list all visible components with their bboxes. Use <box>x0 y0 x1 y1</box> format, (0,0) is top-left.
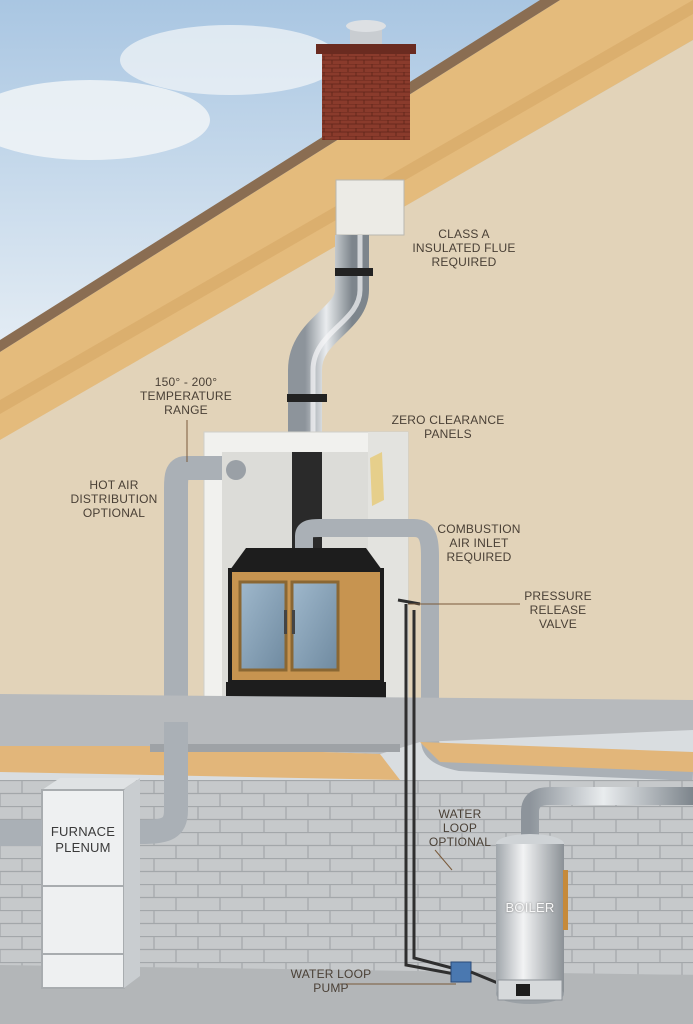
floor-edge <box>150 744 400 752</box>
pressure-valve-line <box>397 598 421 606</box>
furnace-plenum <box>41 789 125 989</box>
stove-handle <box>292 610 295 634</box>
label-combustion: COMBUSTION AIR INLET REQUIRED <box>437 522 521 564</box>
label-boiler: BOILER <box>505 900 555 915</box>
hot-air-duct <box>164 456 222 722</box>
label-pressure: PRESSURE RELEASE VALVE <box>524 589 592 631</box>
furnace-top <box>42 778 140 790</box>
flue-support-box <box>335 179 405 236</box>
leader-lines <box>186 420 520 985</box>
water-loop-pipe <box>404 604 461 977</box>
insulation-panel <box>370 452 384 506</box>
label-flue: CLASS A INSULATED FLUE REQUIRED <box>412 227 516 269</box>
water-loop-pump <box>450 961 472 983</box>
stove-top <box>230 548 382 570</box>
duct-port <box>226 460 246 480</box>
flue-collar <box>287 394 327 402</box>
furnace-side <box>124 778 140 988</box>
chimney <box>322 48 410 140</box>
stove-handle <box>284 610 287 634</box>
furnace-duct <box>139 722 188 844</box>
floor-joist <box>0 746 400 780</box>
boiler-exhaust <box>521 787 693 836</box>
flue-pipe <box>288 235 369 432</box>
boiler-side-strip <box>563 870 568 930</box>
cloud <box>0 80 210 160</box>
furnace-duct-side <box>0 820 42 846</box>
label-furnace-plenum: FURNACE PLENUM <box>50 824 116 855</box>
flue-collar <box>335 268 373 276</box>
label-temperature: 150° - 200° TEMPERATURE RANGE <box>140 375 232 417</box>
floor-joist-right <box>420 742 693 772</box>
label-hot-air: HOT AIR DISTRIBUTION OPTIONAL <box>70 478 158 520</box>
boiler-control <box>516 984 530 996</box>
cloud <box>120 25 340 95</box>
label-water-loop-pump: WATER LOOP PUMP <box>290 967 372 995</box>
chimney-vent-top <box>346 20 386 32</box>
boiler <box>496 844 564 994</box>
label-water-loop: WATER LOOP OPTIONAL <box>428 807 492 849</box>
stove-door-left <box>238 580 288 672</box>
water-loop-pipe <box>412 610 453 970</box>
flue-pipe-highlight <box>310 235 363 432</box>
label-panels: ZERO CLEARANCE PANELS <box>391 413 505 441</box>
stove-door-right <box>290 580 340 672</box>
roof-shingle-edge <box>0 0 560 352</box>
chimney-cap <box>316 44 416 54</box>
